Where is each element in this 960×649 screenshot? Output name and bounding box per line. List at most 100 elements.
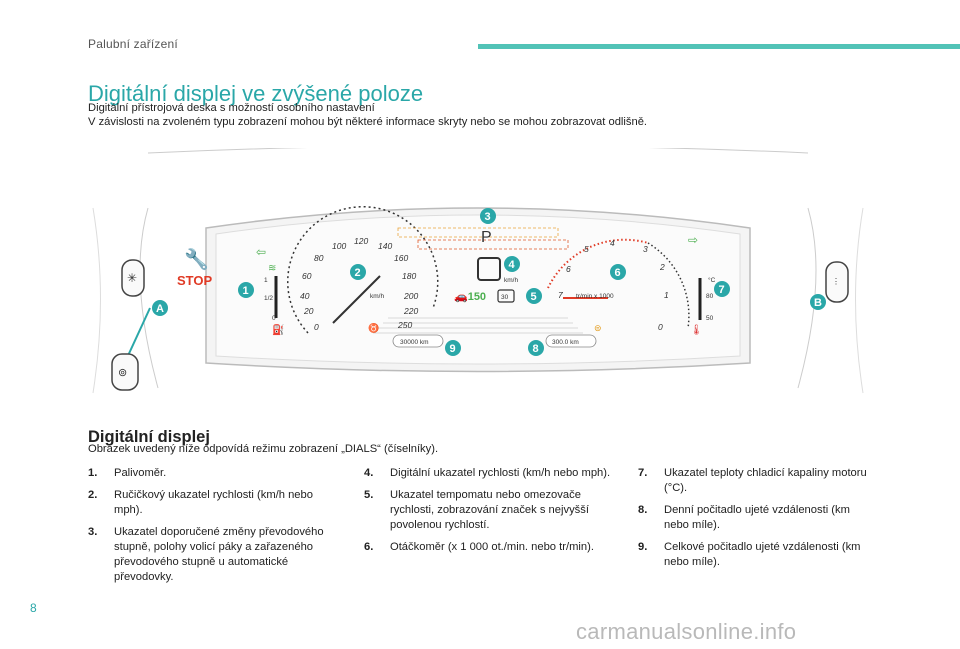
right-control-button xyxy=(825,261,849,303)
speedo-tick-220: 220 xyxy=(403,306,418,316)
legend-num: 4. xyxy=(364,467,374,479)
svg-text:2: 2 xyxy=(355,267,361,279)
speedo-tick-180: 180 xyxy=(402,271,416,281)
legend-text: Celkové počitadlo ujeté vzdálenosti (km … xyxy=(664,541,861,568)
page-title: Digitální displej ve zvýšené poloze xyxy=(88,80,424,106)
speedo-tick-120: 120 xyxy=(354,236,368,246)
callout-7: 7 xyxy=(714,281,730,297)
legend-column-2: 4.Digitální ukazatel rychlosti (km/h neb… xyxy=(364,466,614,562)
speedo-tick-100: 100 xyxy=(332,241,346,251)
legend-item: 7. Ukazatel teploty chladicí kapaliny mot… xyxy=(638,466,868,496)
svg-text:7: 7 xyxy=(719,284,725,296)
legend-num: 3. xyxy=(88,526,98,538)
legend-item: 3. Ukazatel doporučené změny převodového … xyxy=(88,525,338,585)
speedo-unit: km/h xyxy=(370,293,384,300)
callout-b: B xyxy=(810,294,826,310)
left-control-button xyxy=(121,259,145,297)
legend-text: Denní počitadlo ujeté vzdálenosti (km ne… xyxy=(664,504,850,531)
legend-num: 7. xyxy=(638,467,648,479)
legend-num: 1. xyxy=(88,467,98,479)
display-mode-icon: ⊚ xyxy=(118,367,127,379)
tacho-tick-2: 2 xyxy=(659,262,665,272)
service-icon: ♉ xyxy=(368,322,379,333)
legend-item: 4.Digitální ukazatel rychlosti (km/h neb… xyxy=(364,466,614,481)
section-label: Palubní zařízení xyxy=(88,37,178,51)
intro-text: Digitální přístrojová deska s možností o… xyxy=(88,101,647,129)
svg-text:3: 3 xyxy=(485,211,491,223)
section-heading: Digitální displej xyxy=(88,427,210,446)
coolant-icon: 🌡 xyxy=(690,324,703,336)
turn-left-icon: ⇦ xyxy=(256,245,266,259)
callout-6: 6 xyxy=(610,264,626,280)
tacho-unit: tr/min x 1000 xyxy=(576,293,614,300)
intro-line-1: Digitální přístrojová deska s možností o… xyxy=(88,102,375,114)
turn-right-icon: ⇨ xyxy=(688,233,698,247)
legend-item: 2. Ručičkový ukazatel rychlosti (km/h neb… xyxy=(88,488,338,518)
fuel-pump-icon: ⛽ xyxy=(272,323,284,336)
callout-3: 3 xyxy=(480,208,496,224)
cruise-limit: 30 xyxy=(501,294,509,301)
fuel-tick-full: 1 xyxy=(264,277,268,284)
legend-text: Ukazatel tempomatu nebo omezovače rychlo… xyxy=(390,489,589,531)
instrument-cluster-illustration: 0 20 40 60 80 100 120 140 160 180 200 22… xyxy=(92,148,864,394)
tacho-tick-5: 5 xyxy=(584,244,589,254)
speedo-tick-80: 80 xyxy=(314,253,324,263)
cruise-icon: 🚗150 xyxy=(454,291,486,303)
svg-text:1: 1 xyxy=(243,285,249,297)
legend-num: 2. xyxy=(88,489,98,501)
wrench-icon: 🔧 xyxy=(184,247,209,271)
brightness-icon: ✳ xyxy=(127,271,137,285)
svg-text:B: B xyxy=(814,297,822,309)
tacho-tick-7: 7 xyxy=(558,290,563,300)
tacho-tick-3: 3 xyxy=(643,244,648,254)
legend-num: 5. xyxy=(364,489,374,501)
callout-a: A xyxy=(152,300,168,316)
callout-5: 5 xyxy=(526,288,542,304)
legend-text: Ukazatel doporučené změny převodového st… xyxy=(114,526,324,583)
fuel-tick-half: 1/2 xyxy=(264,295,273,302)
legend-item: 9.Celkové počitadlo ujeté vzdálenosti (k… xyxy=(638,540,868,570)
legend-item: 1. Palivoměr. xyxy=(88,466,338,481)
total-odometer: 30000 km xyxy=(400,339,429,346)
speedo-tick-20: 20 xyxy=(303,306,314,316)
svg-text:4: 4 xyxy=(509,259,516,271)
intro-line-2: V závislosti na zvoleném typu zobrazení … xyxy=(88,116,648,128)
headlight-icon: ≋ xyxy=(268,263,276,274)
svg-text:5: 5 xyxy=(531,291,537,303)
tacho-tick-0: 0 xyxy=(658,322,663,332)
callout-9: 9 xyxy=(445,340,461,356)
temp-tick-50: 50 xyxy=(706,315,714,322)
speedo-tick-200: 200 xyxy=(403,291,418,301)
tacho-tick-1: 1 xyxy=(664,290,669,300)
legend-text: Palivoměr. xyxy=(114,467,167,479)
wrench-stop-warning: 🔧 STOP xyxy=(177,247,212,288)
stop-label: STOP xyxy=(177,273,212,288)
legend-text: Ukazatel teploty chladicí kapaliny motor… xyxy=(664,467,867,494)
brake-icon: ⊜ xyxy=(594,323,602,333)
warning-lamps-left: ⇦ ≋ ⛽ xyxy=(256,245,284,336)
legend-item: 5. Ukazatel tempomatu nebo omezovače rych… xyxy=(364,488,614,533)
legend-column-1: 1. Palivoměr. 2. Ručičkový ukazatel rychlo… xyxy=(88,466,338,592)
legend-item: 8. Denní počitadlo ujeté vzdálenosti (km … xyxy=(638,503,868,533)
callout-2: 2 xyxy=(350,264,366,280)
speedo-tick-250: 250 xyxy=(397,320,412,330)
temp-unit: °C xyxy=(708,276,716,284)
legend-text: Otáčkoměr (x 1 000 ot./min. nebo tr/min)… xyxy=(390,541,594,553)
speedo-tick-140: 140 xyxy=(378,241,392,251)
speedo-tick-0: 0 xyxy=(314,322,319,332)
section-accent-bar xyxy=(478,44,960,49)
svg-text:6: 6 xyxy=(615,267,621,279)
callout-4: 4 xyxy=(504,256,520,272)
center-warning-icons xyxy=(397,227,569,250)
svg-text:A: A xyxy=(156,303,164,315)
svg-text:8: 8 xyxy=(533,343,539,355)
lower-left-control xyxy=(111,353,139,391)
legend-text: Ručičkový ukazatel rychlosti (km/h nebo … xyxy=(114,489,313,516)
legend-num: 6. xyxy=(364,541,374,553)
speedo-tick-40: 40 xyxy=(300,291,310,301)
legend-num: 8. xyxy=(638,504,648,516)
gear-indicator: P xyxy=(481,229,492,246)
fuel-tick-empty: 0 xyxy=(272,315,276,322)
tacho-tick-6: 6 xyxy=(566,264,571,274)
digital-speed-unit: km/h xyxy=(504,277,518,284)
